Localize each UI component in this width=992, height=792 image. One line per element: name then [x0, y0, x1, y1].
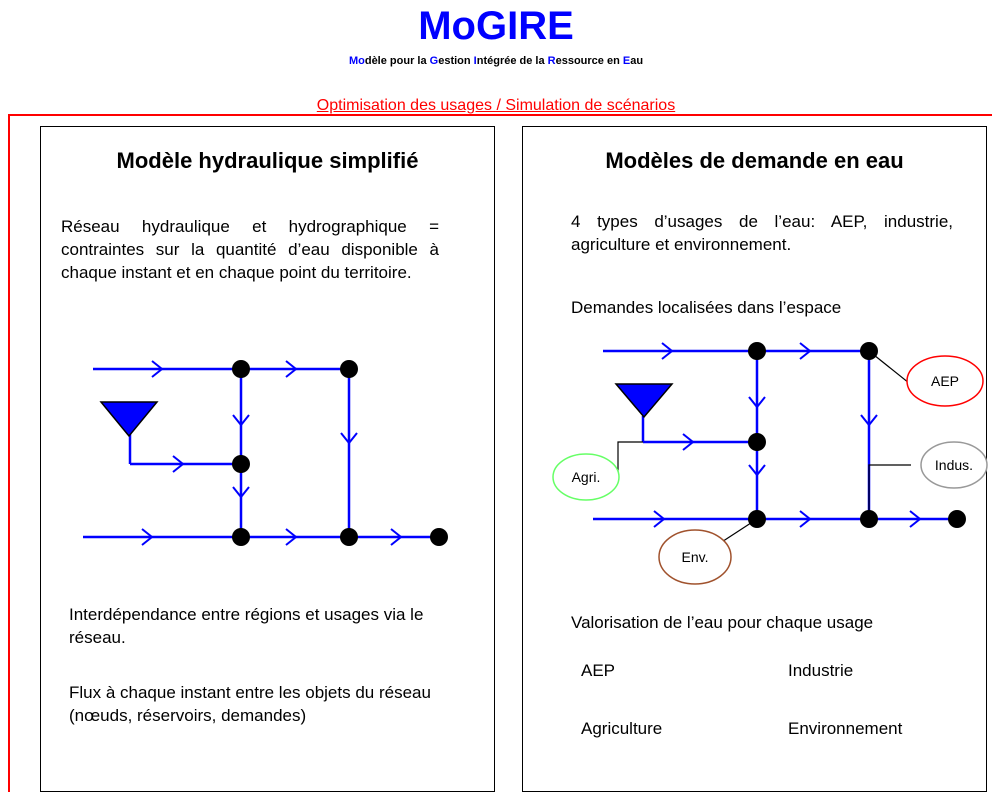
subtitle-initial: I: [473, 55, 477, 67]
subtitle-text: dèle pour la: [364, 55, 430, 67]
demand-label-indus: Indus.: [935, 457, 973, 473]
subtitle-text: au: [630, 55, 644, 67]
network-node: [748, 510, 766, 528]
flow-arrow-icon: [661, 342, 674, 360]
demand-node-aep: [906, 355, 984, 407]
demand-label-agri: Agri.: [572, 469, 601, 485]
subtitle-text: essource en: [555, 55, 623, 67]
hydraulic-intro-text: Réseau hydraulique et hydrographique = c…: [61, 217, 439, 282]
network-node: [232, 360, 250, 378]
network-node: [948, 510, 966, 528]
panel-title: Modèles de demande en eau: [605, 148, 904, 173]
usage-item: Agriculture: [581, 719, 663, 738]
subtitle-text: estion: [438, 55, 474, 67]
demand-network-diagram: AEP Indus. Agri. Env.: [552, 342, 988, 585]
flow-arrow-icon: [285, 528, 298, 546]
network-node: [340, 360, 358, 378]
flow-arrow-icon: [232, 414, 250, 427]
network-node: [232, 528, 250, 546]
scenario-banner: Optimisation des usages / Simulation de …: [316, 97, 676, 114]
connector-indus: [868, 464, 911, 519]
demand-intro-text: 4 types d’usages de l’eau: AEP, industri…: [571, 212, 953, 254]
scenario-frame: [8, 114, 992, 792]
flow-arrow-icon: [151, 360, 164, 378]
subtitle-initial: E: [622, 55, 631, 67]
demand-node-indus: [920, 441, 988, 489]
flow-arrow-icon: [340, 432, 358, 445]
usage-item: AEP: [581, 661, 616, 680]
demand-node-env: [658, 529, 732, 585]
flow-arrow-icon: [748, 464, 766, 477]
demand-label-env: Env.: [682, 549, 709, 565]
reservoir-icon: [99, 401, 159, 438]
flow-arrow-icon: [285, 360, 298, 378]
network-node: [860, 510, 878, 528]
flow-arrow-icon: [860, 414, 878, 427]
flow-arrow-icon: [682, 433, 695, 451]
hydraulic-model-panel: Modèle hydraulique simplifié Réseau hydr…: [40, 126, 495, 792]
network-node: [430, 528, 448, 546]
flow-arrow-icon: [653, 510, 666, 528]
reservoir-icon: [614, 383, 674, 419]
network-node: [748, 433, 766, 451]
app-title: MoGIRE: [418, 4, 574, 48]
subtitle-initial: G: [429, 55, 439, 67]
network-node: [340, 528, 358, 546]
subtitle-initial: R: [547, 55, 556, 67]
interdependence-text: Interdépendance entre régions et usages …: [69, 605, 424, 647]
flow-arrow-icon: [799, 342, 812, 360]
flow-arrow-icon: [232, 486, 250, 499]
connector-agri: [617, 441, 643, 472]
app-subtitle: Modèle pour la Gestion Intégrée de la Re…: [0, 54, 992, 68]
network-node: [232, 455, 250, 473]
network-node: [748, 342, 766, 360]
panel-title: Modèle hydraulique simplifié: [116, 148, 419, 173]
network-node: [860, 342, 878, 360]
hydraulic-network-diagram: [83, 360, 448, 546]
valorisation-text: Valorisation de l’eau pour chaque usage: [571, 613, 874, 632]
flow-arrow-icon: [799, 510, 812, 528]
usage-item: Industrie: [788, 661, 854, 680]
spatial-demand-text: Demandes localisées dans l’espace: [571, 298, 842, 317]
water-demand-panel: Modèles de demande en eau 4 types d’usag…: [522, 126, 988, 792]
subtitle-text: ntégrée de la: [476, 55, 548, 67]
flow-arrow-icon: [909, 510, 922, 528]
demand-node-agri: [552, 453, 620, 501]
flow-arrow-icon: [141, 528, 154, 546]
flux-text: Flux à chaque instant entre les objets d…: [69, 683, 431, 725]
flow-arrow-icon: [748, 396, 766, 409]
usage-item: Environnement: [788, 719, 903, 738]
demand-label-aep: AEP: [931, 373, 959, 389]
flow-arrow-icon: [390, 528, 403, 546]
flow-arrow-icon: [172, 455, 185, 473]
subtitle-initial: Mo: [348, 55, 365, 67]
